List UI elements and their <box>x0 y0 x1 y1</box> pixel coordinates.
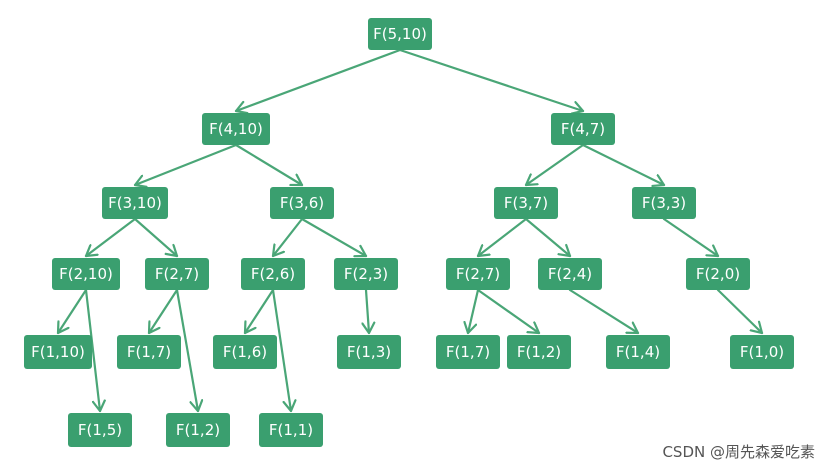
edge-n4-7-to-n3-7 <box>524 143 585 187</box>
edge-n5-10-to-n4-7 <box>398 48 585 111</box>
edge-n3-10-to-n2-10 <box>84 217 137 258</box>
edge-n2-6-to-n1-6 <box>243 288 275 335</box>
edges-group <box>56 48 764 413</box>
edge-n3-6-to-n2-3 <box>300 217 368 256</box>
edge-n3-10-to-n2-7a <box>133 217 179 258</box>
edge-n2-4-to-n1-4 <box>568 288 640 335</box>
tree-node-n2-0: F(2,0) <box>686 258 750 290</box>
tree-node-n2-4: F(2,4) <box>538 258 602 290</box>
tree-node-n1-5: F(1,5) <box>68 413 132 447</box>
tree-node-n3-7: F(3,7) <box>494 187 558 219</box>
edge-n2-3-to-n1-3 <box>366 288 369 335</box>
tree-node-n3-6: F(3,6) <box>270 187 334 219</box>
edge-n2-7a-to-n1-2a <box>175 288 198 413</box>
tree-node-n2-6: F(2,6) <box>241 258 305 290</box>
tree-node-n1-1: F(1,1) <box>259 413 323 447</box>
tree-node-n1-6: F(1,6) <box>213 335 277 369</box>
tree-node-n2-7a: F(2,7) <box>145 258 209 290</box>
edge-n3-6-to-n2-6 <box>271 217 304 258</box>
tree-node-n2-7b: F(2,7) <box>446 258 510 290</box>
edge-n3-3-to-n2-0 <box>662 217 720 258</box>
edge-n2-7a-to-n1-7a <box>147 288 179 335</box>
edge-n2-10-to-n1-10 <box>56 288 88 335</box>
edge-n2-10-to-n1-5 <box>84 288 100 413</box>
tree-node-n2-3: F(2,3) <box>334 258 398 290</box>
edge-n2-0-to-n1-0 <box>716 288 764 335</box>
watermark-text: CSDN @周先森爱吃素 <box>662 443 815 461</box>
tree-node-n2-10: F(2,10) <box>52 258 120 290</box>
edge-n2-7b-to-n1-7b <box>468 288 480 335</box>
edge-n3-7-to-n2-4 <box>524 217 572 258</box>
tree-node-n3-3: F(3,3) <box>632 187 696 219</box>
edge-n5-10-to-n4-10 <box>234 48 402 111</box>
tree-node-n1-0: F(1,0) <box>730 335 794 369</box>
edge-n2-6-to-n1-1 <box>271 288 291 413</box>
edge-n4-10-to-n3-6 <box>234 143 304 187</box>
edge-n3-7-to-n2-7b <box>476 217 528 258</box>
tree-node-n1-10: F(1,10) <box>24 335 92 369</box>
tree-node-n1-7b: F(1,7) <box>436 335 500 369</box>
tree-node-n1-3: F(1,3) <box>337 335 401 369</box>
edge-n4-7-to-n3-3 <box>581 143 666 185</box>
tree-node-n5-10: F(5,10) <box>368 18 432 50</box>
edge-n2-7b-to-n1-2b <box>476 288 541 335</box>
tree-node-n1-7a: F(1,7) <box>117 335 181 369</box>
tree-node-n4-10: F(4,10) <box>202 113 270 145</box>
tree-node-n4-7: F(4,7) <box>551 113 615 145</box>
edge-n4-10-to-n3-10 <box>133 143 238 185</box>
tree-node-n3-10: F(3,10) <box>102 187 168 219</box>
tree-node-n1-2b: F(1,2) <box>507 335 571 369</box>
tree-node-n1-2a: F(1,2) <box>166 413 230 447</box>
tree-node-n1-4: F(1,4) <box>606 335 670 369</box>
